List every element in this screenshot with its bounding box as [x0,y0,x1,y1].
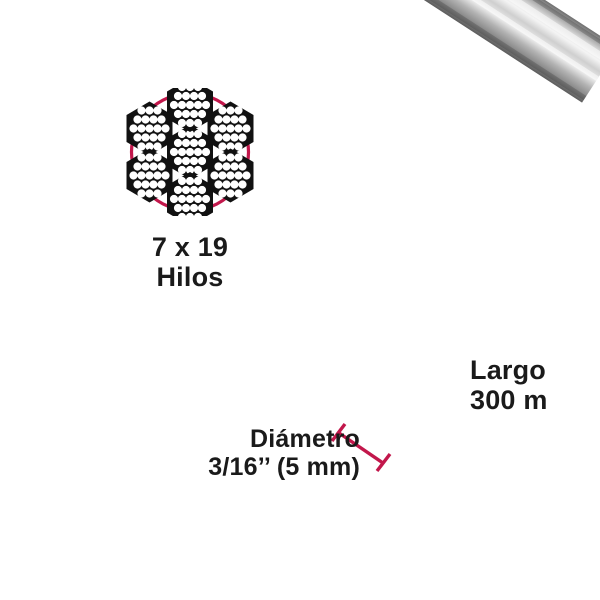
diameter-line1: Diámetro [250,425,360,453]
strand-count-line1: 7 x 19 [151,232,229,262]
diameter-measure-arrow [330,422,392,473]
length-label: Largo 300 m [470,355,595,415]
diameter-label: Diámetro 3/16’’ (5 mm) [185,425,360,481]
strand-count-line2: Hilos [156,262,224,293]
strand-count-label: 7 x 19 Hilos [100,232,280,292]
wire-rope-cross-section-diagram [126,88,254,216]
strand-group [126,88,254,216]
length-line2: 300 m [470,385,548,416]
length-line1: Largo [470,355,547,385]
diameter-line2: 3/16’’ (5 mm) [208,453,360,481]
